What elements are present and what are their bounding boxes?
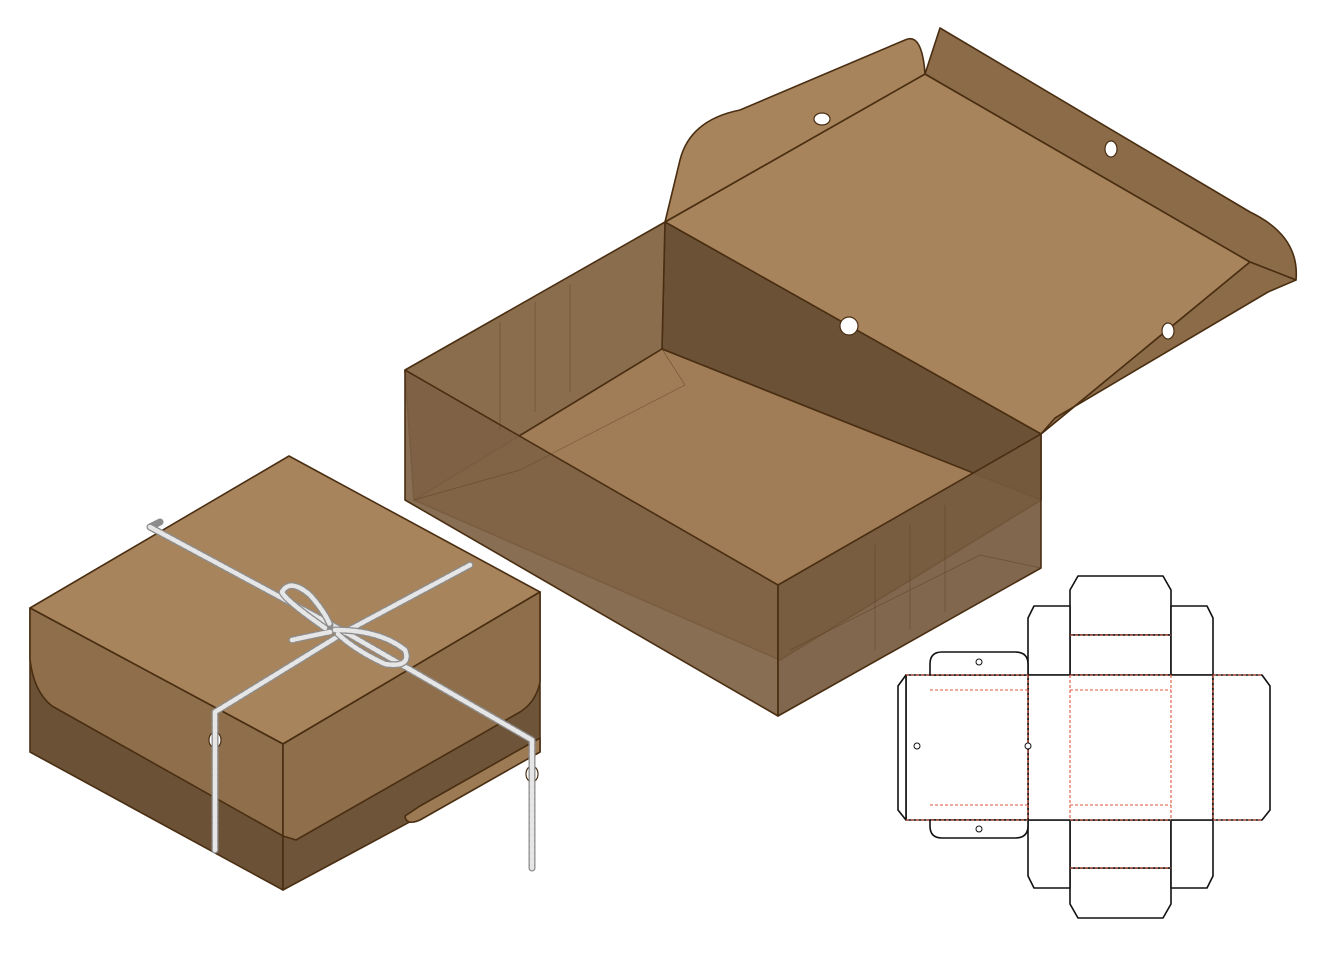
lid-front-rim: [1040, 261, 1297, 435]
dieline-top-side: [1069, 634, 1172, 676]
dieline-dust-flap-br: [1170, 819, 1214, 889]
lid-back-rim: [664, 37, 926, 223]
open-box-illustration: [404, 27, 1298, 717]
closed-box-lid-flap-right: [282, 591, 541, 841]
dieline-left-tuck: [897, 674, 907, 821]
dieline-hole-1: [975, 658, 983, 666]
dieline-bottom-side: [1069, 819, 1172, 869]
lid-hole-left: [813, 112, 831, 126]
twine-bow: [278, 582, 410, 669]
dieline-dust-flap-tl: [1027, 605, 1071, 676]
dieline-bottom-flap: [1069, 867, 1172, 919]
twine-rope: [146, 518, 536, 872]
lid-hole-right: [1104, 140, 1118, 158]
dieline-dust-flap-tr: [1170, 605, 1214, 676]
dieline-hole-2: [975, 825, 983, 833]
closed-box-lid-flap-corner: [404, 737, 541, 824]
dieline-hole-3: [913, 742, 921, 750]
closed-box-lid-flap-left: [29, 607, 284, 837]
closed-box-illustration: [29, 455, 541, 891]
dieline-dust-flap-bl: [1027, 819, 1071, 889]
lid-hole-front: [1161, 322, 1175, 340]
hinge-hole: [839, 316, 859, 336]
dieline-template: [897, 575, 1271, 919]
dieline-hole-4: [1024, 742, 1032, 750]
dieline-top-flap: [1069, 575, 1172, 636]
dieline-base-panel: [1027, 674, 1214, 821]
dieline-left-wall: [905, 674, 1029, 821]
dieline-right-wall: [1212, 674, 1271, 821]
